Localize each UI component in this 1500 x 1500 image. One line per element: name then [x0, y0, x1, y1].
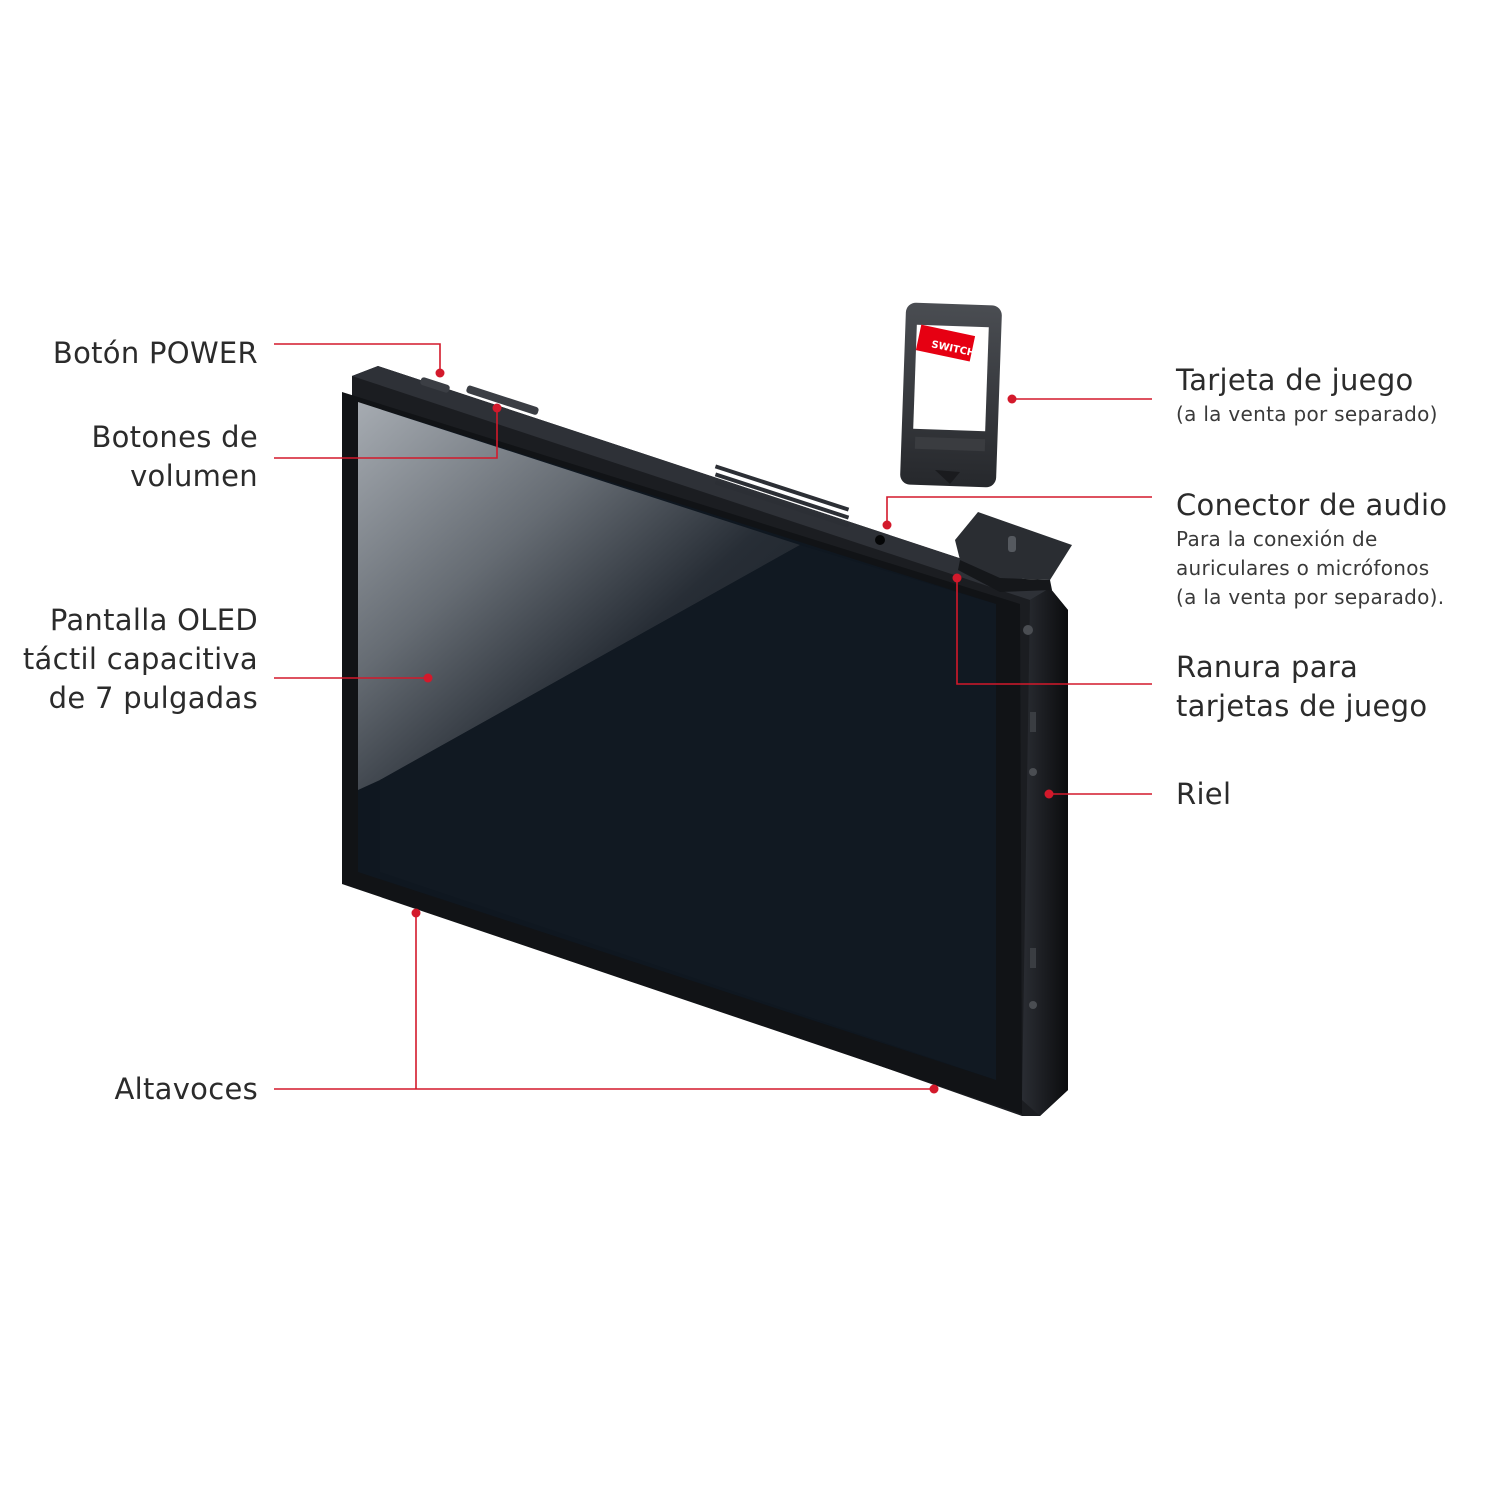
callout-lines	[274, 343, 1152, 1090]
screen-dot	[423, 673, 433, 683]
speaker-dot-right	[929, 1084, 939, 1094]
power-dot	[435, 368, 445, 378]
callout-dots	[411, 368, 1054, 1094]
rail-label: Riel	[1176, 777, 1232, 811]
game-card-label: Tarjeta de juego (a la venta por separad…	[1176, 363, 1438, 426]
audio-callout-line	[886, 496, 1152, 525]
game-card-dot	[1007, 394, 1017, 404]
oled-screen-label: Pantalla OLED táctil capacitiva de 7 pul…	[22, 603, 258, 715]
console-body	[342, 366, 1068, 1116]
volume-buttons-label: Botones de volumen	[91, 420, 258, 493]
speaker-dot-left	[411, 908, 421, 918]
card-slot-label: Ranura para tarjetas de juego	[1176, 650, 1428, 723]
power-button-label: Botón POWER	[52, 336, 258, 370]
volume-dot	[492, 403, 502, 413]
card-slot-flap	[955, 512, 1072, 592]
card-slot-dot	[952, 573, 962, 583]
power-callout-line	[274, 343, 441, 373]
volume-callout-line	[274, 408, 498, 459]
audio-jack-label: Conector de audio Para la conexión de au…	[1176, 488, 1448, 609]
audio-dot	[882, 520, 892, 530]
rail-details	[1023, 625, 1037, 1009]
speakers-label: Altavoces	[114, 1072, 258, 1106]
top-buttons	[420, 377, 885, 545]
game-card: SWITCH	[900, 302, 1002, 488]
card-slot-callout-line	[956, 578, 1152, 685]
rail-dot	[1044, 789, 1054, 799]
